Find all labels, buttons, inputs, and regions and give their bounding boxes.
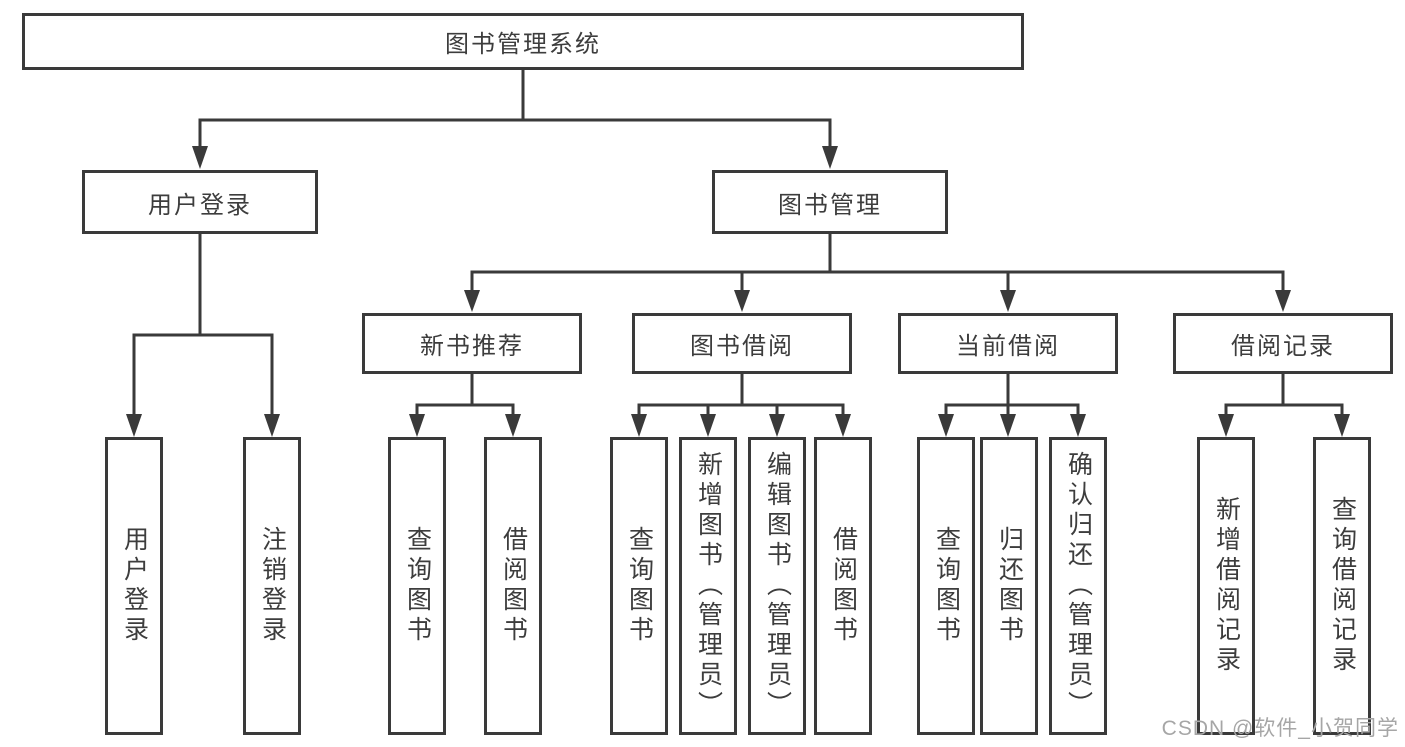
connector-user-login-to-leaves <box>126 234 280 437</box>
node-book-management: 图书管理 <box>712 170 948 234</box>
node-current-borrowing: 当前借阅 <box>898 313 1118 374</box>
csdn-watermark: CSDN @软件_小贺同学 <box>1161 717 1399 740</box>
leaf-nb-borrow-books: 借阅图书 <box>484 437 542 735</box>
connector-new-book-to-leaves <box>409 374 521 437</box>
leaf-cb-confirm-return-admin: 确认归还（管理员） <box>1049 437 1107 735</box>
connector-borrowing-records-to-leaves <box>1218 374 1350 437</box>
node-user-login: 用户登录 <box>82 170 318 234</box>
node-new-book-recommendation: 新书推荐 <box>362 313 582 374</box>
leaf-user-login: 用户登录 <box>105 437 163 735</box>
leaf-br-add-record: 新增借阅记录 <box>1197 437 1255 735</box>
leaf-cb-return-books: 归还图书 <box>980 437 1038 735</box>
leaf-cb-query-books: 查询图书 <box>917 437 975 735</box>
connector-book-management-to-level3 <box>464 234 1291 312</box>
leaf-logout: 注销登录 <box>243 437 301 735</box>
connector-book-borrowing-to-leaves <box>631 374 851 437</box>
connector-root-to-level2 <box>192 70 838 169</box>
leaf-bb-add-books-admin: 新增图书（管理员） <box>679 437 737 735</box>
leaf-nb-query-books: 查询图书 <box>388 437 446 735</box>
leaf-bb-edit-books-admin: 编辑图书（管理员） <box>748 437 806 735</box>
node-library-management-system: 图书管理系统 <box>22 13 1024 70</box>
leaf-bb-query-books: 查询图书 <box>610 437 668 735</box>
leaf-bb-borrow-books: 借阅图书 <box>814 437 872 735</box>
leaf-br-query-record: 查询借阅记录 <box>1313 437 1371 735</box>
node-borrowing-records: 借阅记录 <box>1173 313 1393 374</box>
node-book-borrowing: 图书借阅 <box>632 313 852 374</box>
connector-current-borrowing-to-leaves <box>938 374 1086 437</box>
